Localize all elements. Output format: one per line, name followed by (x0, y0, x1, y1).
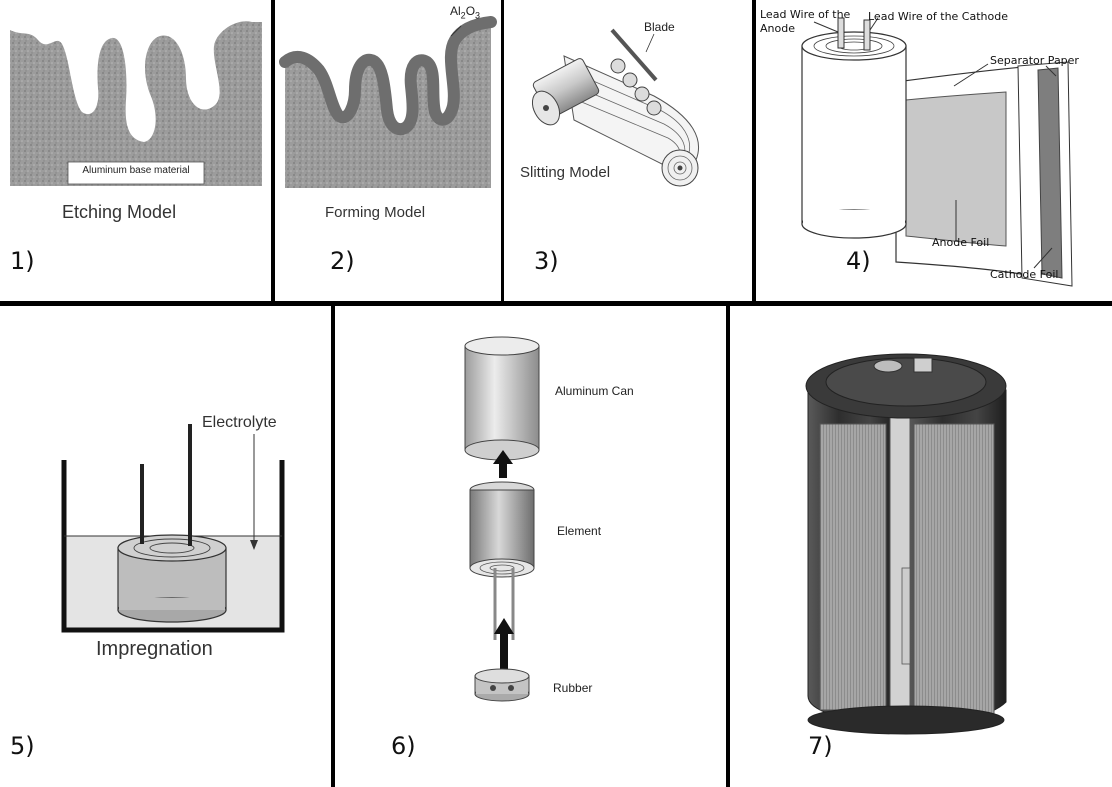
winding-illustration (801, 17, 1073, 287)
oxide-label: Al2O3 (450, 4, 480, 20)
anode-foil-region (905, 91, 1007, 247)
assembly-illustration (464, 336, 540, 702)
blade-assembly (610, 28, 662, 116)
impregnation-illustration (61, 424, 285, 633)
can-bottom (807, 705, 1005, 735)
element-label: Element (557, 524, 602, 538)
top-terminal (873, 359, 903, 373)
cutaway-illustration (805, 353, 1007, 735)
top-terminal-post (913, 357, 933, 373)
panel-number-4: 4) (846, 247, 871, 275)
arrow-up-element-head (494, 618, 514, 634)
slitting-caption: Slitting Model (520, 164, 611, 181)
horizontal-divider (0, 301, 1112, 306)
aluminum-can (464, 336, 540, 461)
forming-illustration (279, 16, 497, 188)
electrolyte-label: Electrolyte (202, 414, 277, 431)
blade-label: Blade (644, 20, 675, 34)
panel-impregnation: Electrolyte Impregnation 5) (0, 306, 331, 787)
blade-3 (634, 86, 650, 102)
aluminum-base (10, 21, 262, 186)
cathode-foil-region (1037, 67, 1063, 279)
electrolyte-pointer-head (250, 540, 258, 550)
oxide-label-al: Al (450, 4, 461, 18)
panel-number-5: 5) (10, 732, 35, 760)
arrow-up-can-shaft (499, 462, 507, 478)
blade-4 (646, 100, 662, 116)
panel-assembly: Aluminum Can Element Rubber 6) (335, 306, 726, 787)
base-material-label: Aluminum base material (82, 165, 190, 176)
oxide-label-sub-3: 3 (475, 10, 481, 21)
pointer-cathode-foil (1033, 247, 1053, 269)
panel-number-7: 7) (808, 732, 833, 760)
formed-base (285, 22, 491, 188)
panel-slitting: Blade Slitting Model 3) (504, 0, 752, 301)
blade-1 (610, 58, 626, 74)
divider-3-4 (752, 0, 756, 301)
center-core (889, 413, 911, 721)
etching-caption: Etching Model (62, 202, 177, 222)
panel-winding: Lead Wire of the Anode Lead Wire of the … (756, 0, 1112, 301)
arrow-up-can-head (493, 450, 513, 464)
anode-lead-label: Lead Wire of the Anode (760, 8, 851, 35)
cathode-lead-wire (863, 19, 871, 51)
panel-cutaway: 7) (730, 306, 1112, 787)
divider-6-7 (726, 306, 730, 787)
forming-caption: Forming Model (325, 204, 426, 221)
pointer-separator-2 (1045, 65, 1057, 77)
anode-lead-wire (837, 17, 845, 49)
wound-element (801, 31, 907, 239)
divider-2-3 (501, 0, 504, 301)
slitting-illustration (531, 28, 700, 187)
oxide-pointer (450, 25, 462, 37)
can-top-inner (825, 357, 987, 407)
impregnation-caption: Impregnation (96, 638, 213, 660)
arrow-up-element-shaft (500, 632, 508, 672)
panel-number-2: 2) (330, 247, 355, 275)
pointer-separator-1 (953, 63, 989, 87)
separator-label: Separator Paper (990, 54, 1079, 67)
panel-forming: Al2O3 Forming Model 2) (275, 0, 501, 301)
immersed-element (117, 534, 227, 623)
etching-illustration (10, 21, 262, 186)
can-label: Aluminum Can (555, 384, 634, 398)
blade-2 (622, 72, 638, 88)
winding-cut-left (819, 423, 887, 711)
divider-1-2 (271, 0, 275, 301)
panel-number-6: 6) (391, 732, 416, 760)
inner-terminal (901, 567, 911, 665)
panel-etching: Aluminum base material Etching Model 1) (0, 0, 271, 301)
oxide-label-o: O (465, 4, 476, 18)
pointer-cathode-lead (869, 17, 879, 31)
takeup-roll (661, 149, 699, 187)
oxide-layer (279, 16, 497, 136)
divider-5-6 (331, 306, 335, 787)
cathode-foil-label: Cathode Foil (990, 268, 1059, 281)
cathode-lead-label: Lead Wire of the Cathode (868, 10, 1008, 23)
winding-cut-right (913, 423, 995, 717)
panel-number-3: 3) (534, 247, 559, 275)
anode-foil-label: Anode Foil (932, 236, 990, 249)
rubber-seal (474, 668, 530, 702)
supply-roll (531, 58, 600, 126)
element (469, 481, 535, 578)
oxide-label-sub-2: 2 (460, 10, 466, 21)
panel-number-1: 1) (10, 247, 35, 275)
pointer-anode-lead (813, 21, 839, 33)
rubber-label: Rubber (553, 681, 593, 695)
tank (61, 460, 285, 633)
base-label-box (67, 161, 205, 185)
